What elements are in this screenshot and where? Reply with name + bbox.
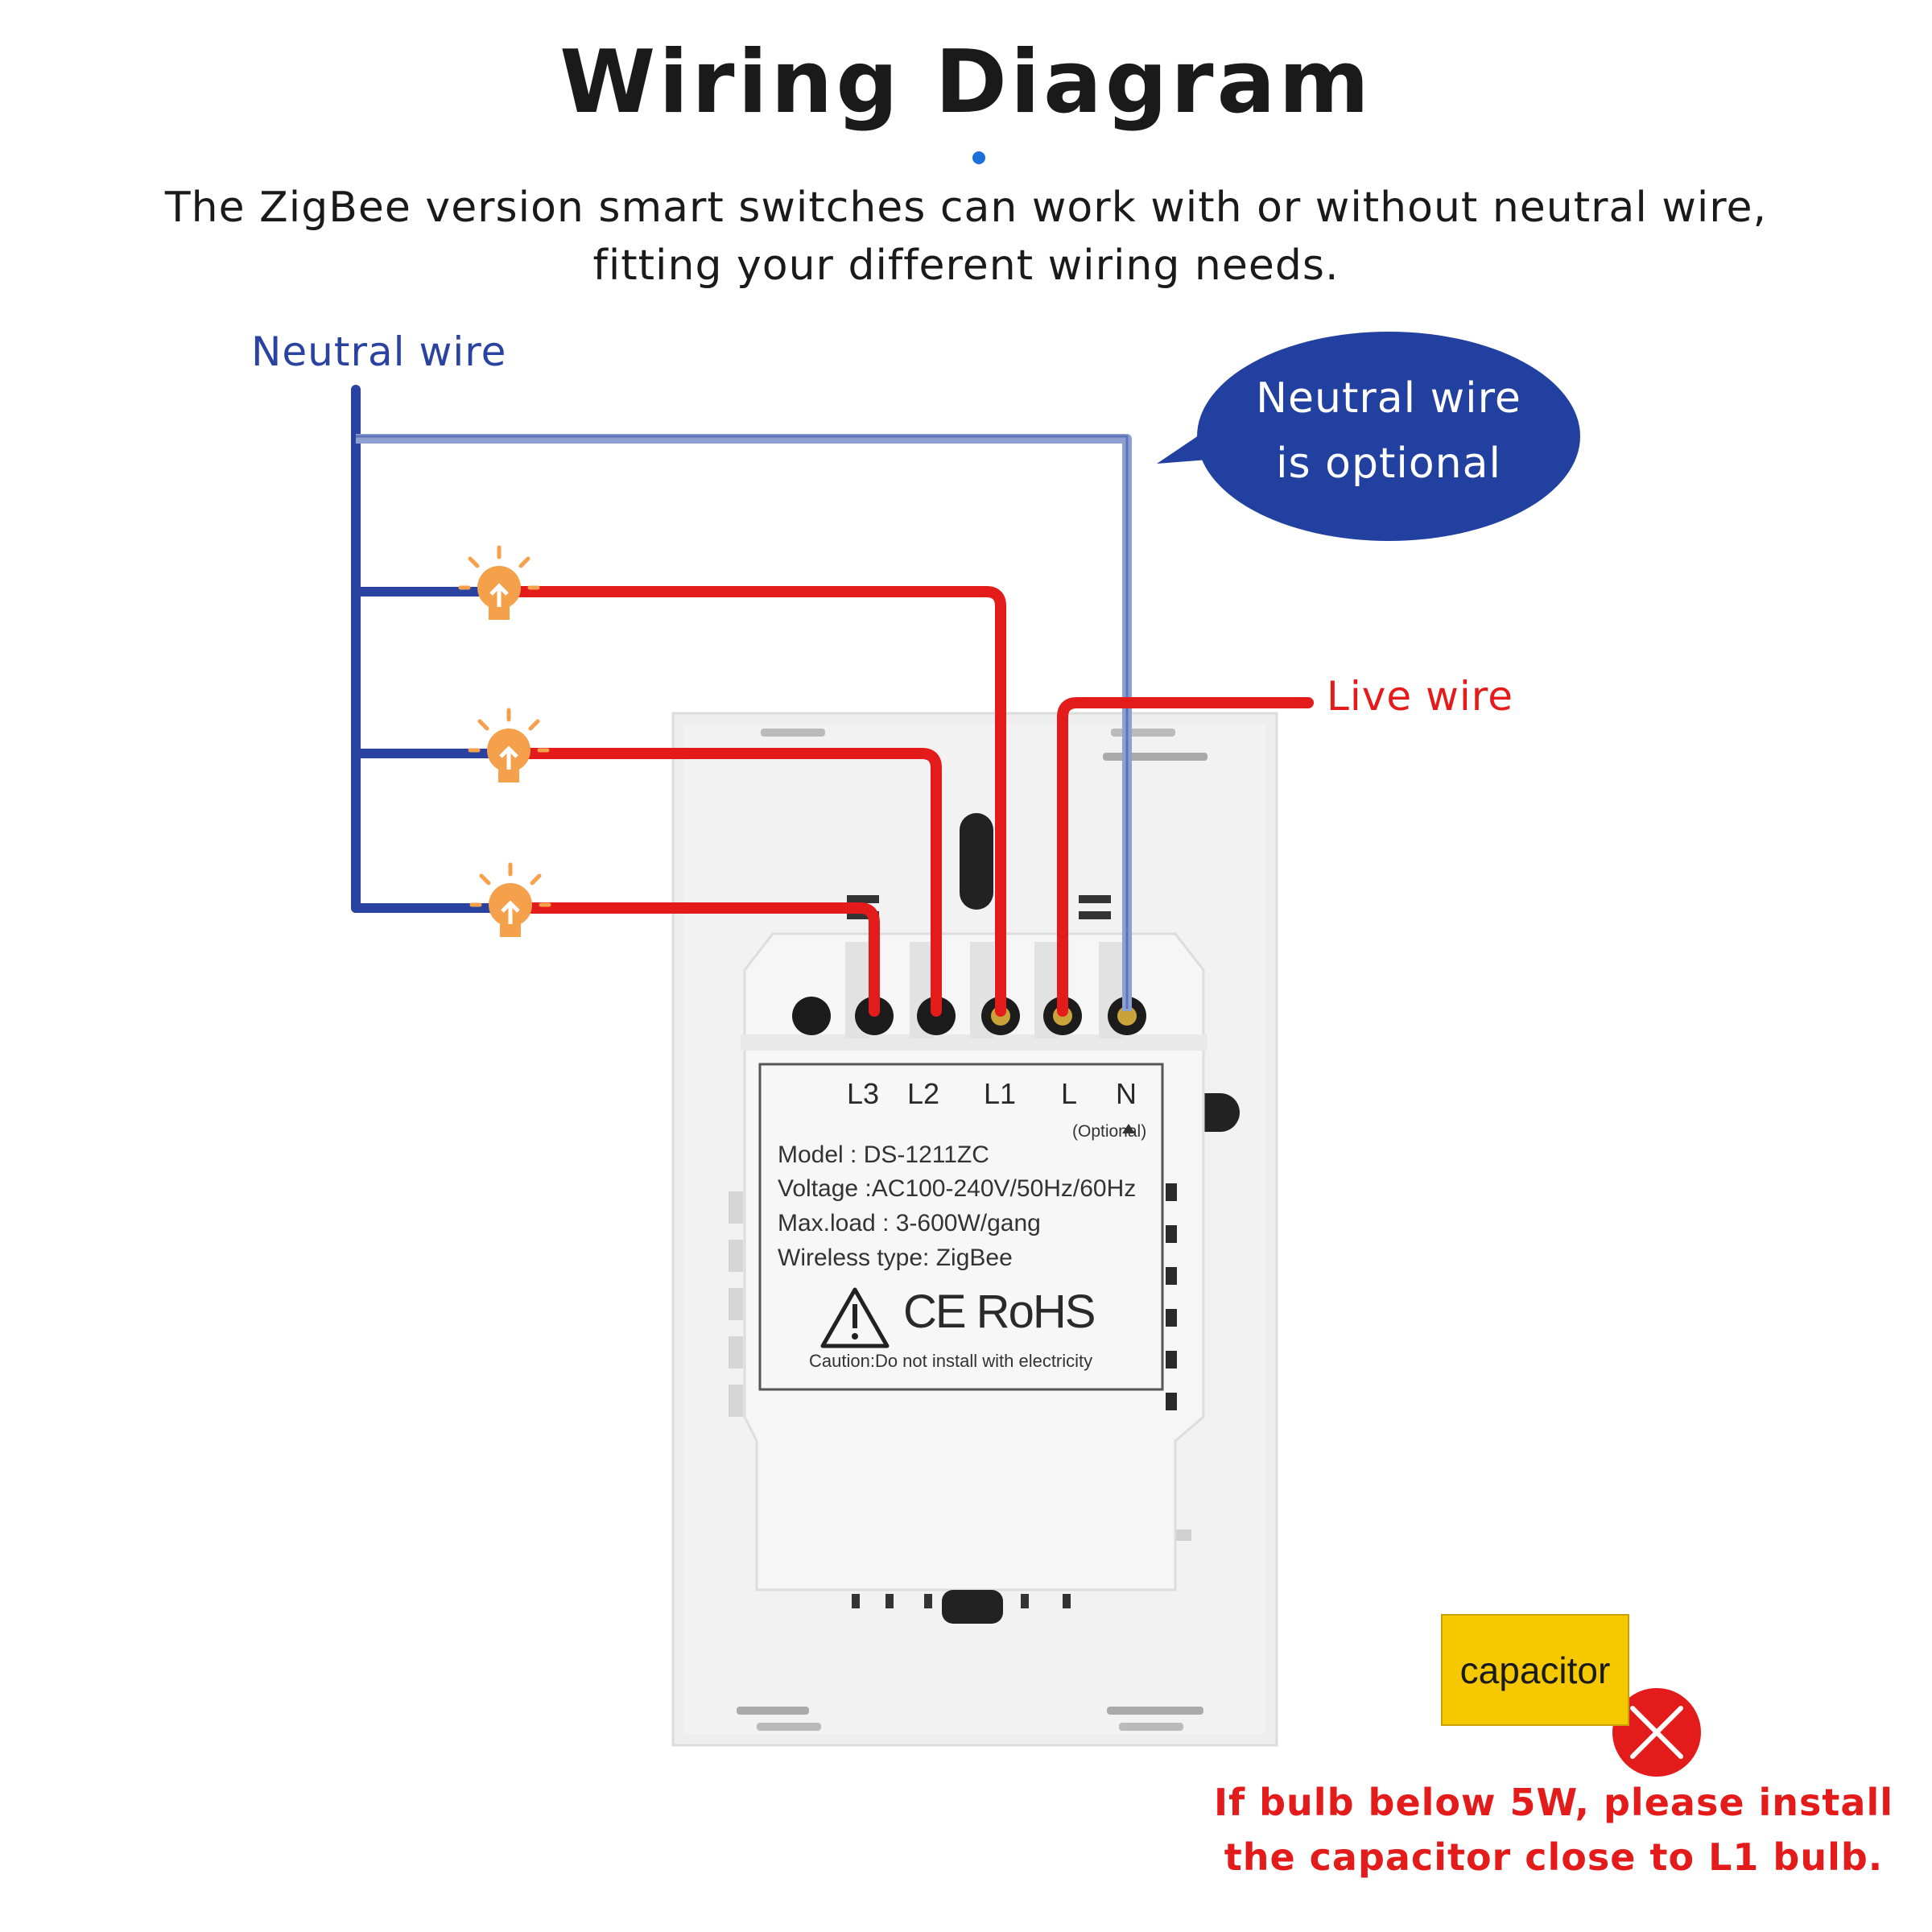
capacitor-warning-line-2: the capacitor close to L1 bulb. <box>1224 1835 1884 1879</box>
capacitor-box: capacitor <box>1441 1614 1629 1726</box>
spec-wireless: Wireless type: ZigBee <box>778 1245 1013 1271</box>
terminal-label-l2: L2 <box>907 1077 940 1110</box>
terminal-label-l1: L1 <box>984 1077 1017 1110</box>
warning-triangle-icon <box>820 1287 890 1348</box>
subtitle-line-1: The ZigBee version smart switches can wo… <box>164 184 1768 232</box>
live-wire-label: Live wire <box>1327 673 1513 720</box>
terminal-label-n: N <box>1116 1077 1137 1110</box>
bulb-icon <box>468 708 550 782</box>
subtitle-line-2: fitting your different wiring needs. <box>592 242 1340 290</box>
spec-model: Model : DS-1211ZC <box>778 1141 989 1168</box>
neutral-wire-label: Neutral wire <box>251 328 507 375</box>
load-wire-l2 <box>510 748 942 1017</box>
neutral-wire <box>351 385 497 913</box>
certification-marks: CE RoHS <box>903 1286 1096 1338</box>
spec-max-load: Max.load : 3-600W/gang <box>778 1210 1041 1236</box>
no-capacitor-x-icon <box>1612 1688 1701 1777</box>
title-dot <box>972 151 985 164</box>
speech-bubble <box>1157 332 1580 541</box>
live-wire <box>1057 697 1314 1017</box>
bulb-icon <box>469 862 551 937</box>
bubble-text-line-2: is optional <box>1276 440 1501 488</box>
load-wire-l1 <box>502 586 1006 1017</box>
optional-arrow-icon <box>1122 1124 1135 1133</box>
capacitor-warning-line-1: If bulb below 5W, please install <box>1213 1781 1893 1824</box>
bubble-text-line-1: Neutral wire <box>1256 374 1521 423</box>
caution-text: Caution:Do not install with electricity <box>809 1351 1093 1371</box>
bulb-icon <box>458 545 540 620</box>
terminal-label-l: L <box>1061 1077 1078 1110</box>
terminal-note: (Optional) <box>1072 1122 1147 1141</box>
page-title: Wiring Diagram <box>559 32 1373 133</box>
spec-voltage: Voltage :AC100-240V/50Hz/60Hz <box>778 1175 1137 1202</box>
load-wire-l3 <box>511 902 880 1017</box>
capacitor-label: capacitor <box>1459 1649 1611 1691</box>
terminal-label-l3: L3 <box>847 1077 880 1110</box>
